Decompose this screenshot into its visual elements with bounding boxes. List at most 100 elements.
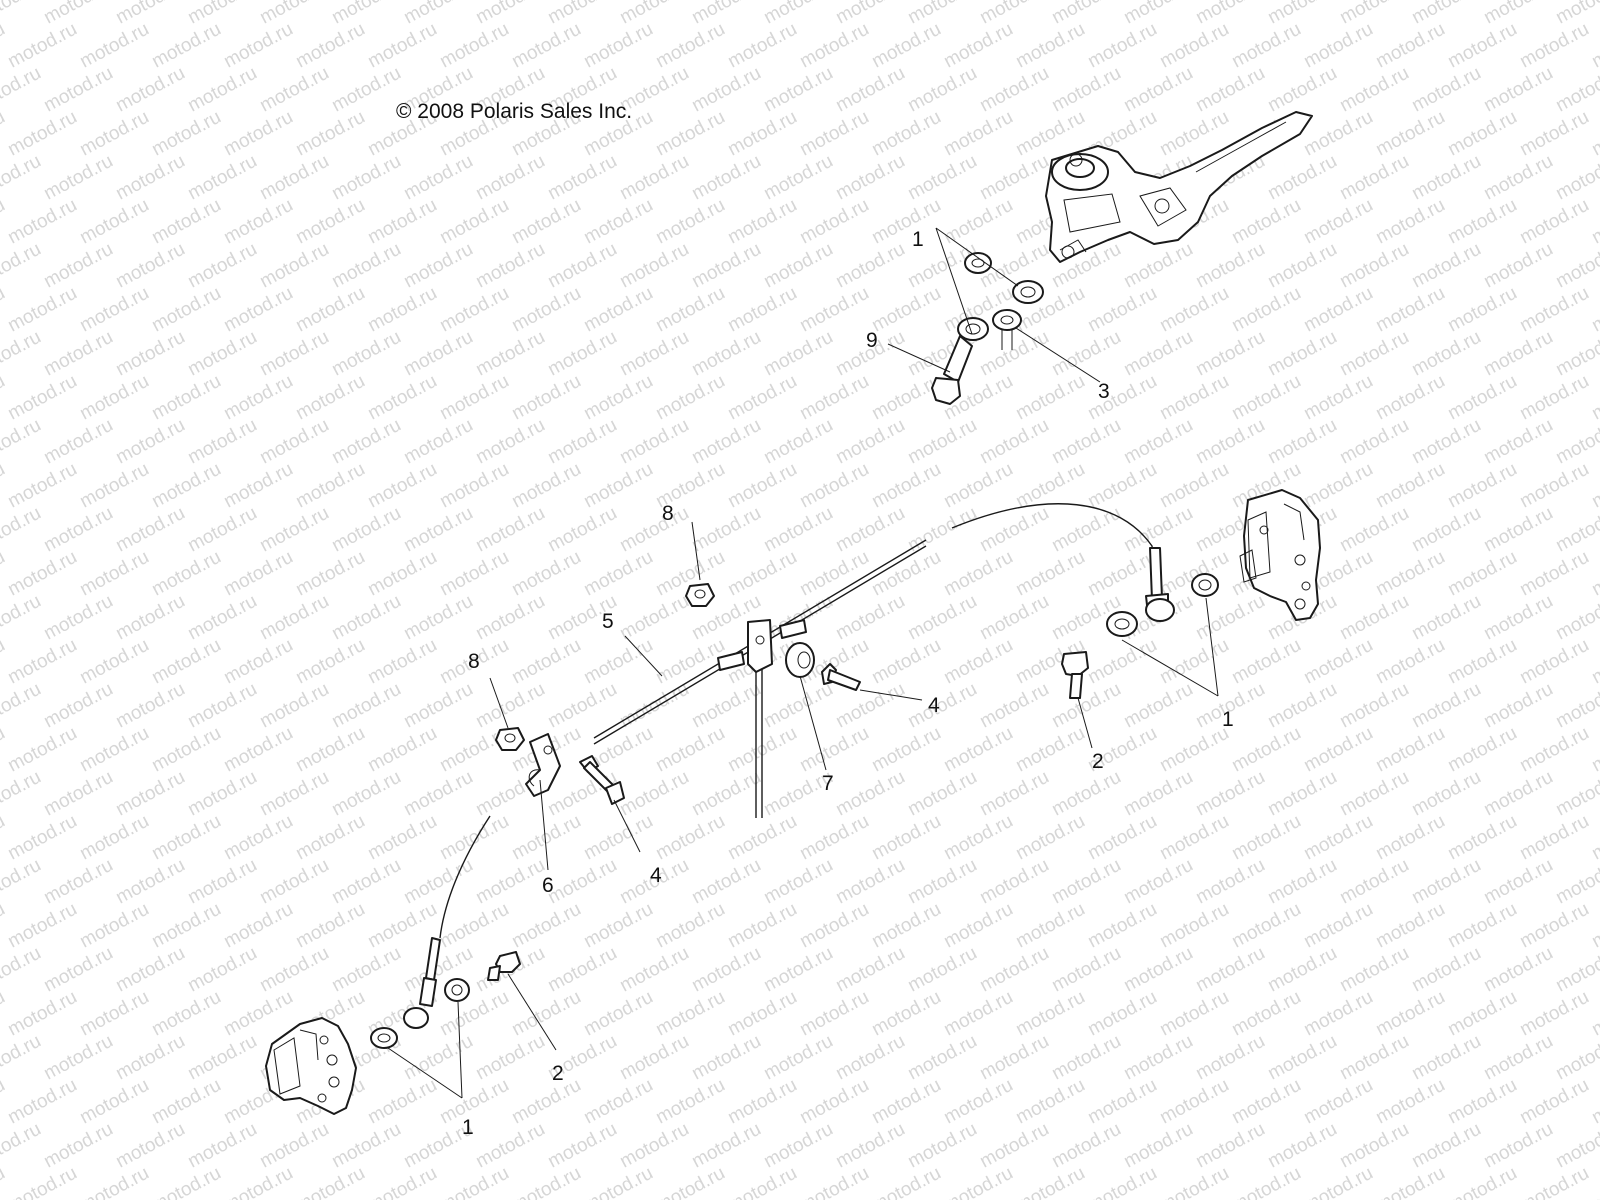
watermark-text: motod.ru [1120,855,1196,909]
watermark-text: motod.ru [868,19,944,73]
watermark-text: motod.ru [364,283,440,337]
watermark-text: motod.ru [616,151,692,205]
watermark-text: motod.ru [760,151,836,205]
watermark-text: motod.ru [1588,195,1600,249]
watermark-text: motod.ru [1228,283,1304,337]
watermark-text: motod.ru [364,459,440,513]
watermark-text: motod.ru [688,327,764,381]
watermark-text: motod.ru [1336,1031,1412,1085]
watermark-text: motod.ru [1552,151,1600,205]
watermark-text: motod.ru [4,459,80,513]
watermark-text: motod.ru [688,767,764,821]
watermark-text: motod.ru [940,1163,1016,1200]
watermark-text: motod.ru [1408,63,1484,117]
watermark-text: motod.ru [1228,635,1304,689]
watermark-text: motod.ru [1300,1075,1376,1129]
watermark-text: motod.ru [1012,811,1088,865]
watermark-text: motod.ru [1516,107,1592,161]
watermark-text: motod.ru [1588,459,1600,513]
watermark-text: motod.ru [1336,679,1412,733]
watermark-text: motod.ru [1084,547,1160,601]
watermark-text: motod.ru [508,987,584,1041]
watermark-text: motod.ru [1084,811,1160,865]
watermark-text: motod.ru [1156,19,1232,73]
watermark-text: motod.ru [580,195,656,249]
watermark-text: motod.ru [1480,327,1556,381]
watermark-text: motod.ru [760,415,836,469]
watermark-text: motod.ru [76,371,152,425]
watermark-text: motod.ru [472,239,548,293]
watermark-text: motod.ru [472,327,548,381]
watermark-text: motod.ru [1228,195,1304,249]
watermark-text: motod.ru [1300,459,1376,513]
watermark-text: motod.ru [1552,1031,1600,1085]
watermark-text: motod.ru [148,547,224,601]
watermark-text: motod.ru [148,195,224,249]
watermark-text: motod.ru [400,0,476,28]
watermark-text: motod.ru [76,987,152,1041]
watermark-text: motod.ru [0,855,45,909]
watermark-text: motod.ru [1372,547,1448,601]
watermark-text: motod.ru [1084,459,1160,513]
watermark-text: motod.ru [292,811,368,865]
watermark-text: motod.ru [616,591,692,645]
watermark-text: motod.ru [1012,987,1088,1041]
watermark-text: motod.ru [760,239,836,293]
watermark-text: motod.ru [1480,503,1556,557]
watermark-text: motod.ru [292,283,368,337]
watermark-text: motod.ru [0,635,9,689]
watermark-text: motod.ru [4,107,80,161]
banjo-bolt-9 [931,335,973,405]
watermark-text: motod.ru [1156,1163,1232,1200]
watermark-text: motod.ru [1480,679,1556,733]
watermark-text: motod.ru [1048,503,1124,557]
watermark-text: motod.ru [292,371,368,425]
watermark-text: motod.ru [508,899,584,953]
watermark-text: motod.ru [0,239,45,293]
watermark-text: motod.ru [148,635,224,689]
callout-3: 3 [1098,380,1110,403]
watermark-text: motod.ru [976,151,1052,205]
watermark-text: motod.ru [1264,0,1340,28]
watermark-text: motod.ru [724,811,800,865]
watermark-text: motod.ru [0,283,9,337]
watermark-text: motod.ru [1300,371,1376,425]
watermark-text: motod.ru [328,239,404,293]
watermark-text: motod.ru [904,1119,980,1173]
watermark-text: motod.ru [328,415,404,469]
watermark-text: motod.ru [580,1075,656,1129]
watermark-text: motod.ru [112,151,188,205]
watermark-text: motod.ru [1552,1119,1600,1173]
watermark-text: motod.ru [184,855,260,909]
watermark-text: motod.ru [1336,591,1412,645]
watermark-text: motod.ru [1012,1075,1088,1129]
watermark-text: motod.ru [76,1163,152,1200]
watermark-text: motod.ru [1444,19,1520,73]
spacer-7 [785,642,815,678]
watermark-text: motod.ru [688,855,764,909]
watermark-text: motod.ru [652,283,728,337]
watermark-text: motod.ru [508,283,584,337]
watermark-text: motod.ru [1192,943,1268,997]
watermark-text: motod.ru [256,63,332,117]
watermark-text: motod.ru [1372,1075,1448,1129]
watermark-text: motod.ru [436,19,512,73]
watermark-text: motod.ru [1012,371,1088,425]
watermark-text: motod.ru [364,1163,440,1200]
watermark-text: motod.ru [1300,195,1376,249]
watermark-text: motod.ru [1084,283,1160,337]
watermark-text: motod.ru [0,1031,45,1085]
watermark-text: motod.ru [616,943,692,997]
watermark-text: motod.ru [220,987,296,1041]
watermark-text: motod.ru [724,547,800,601]
watermark-text: motod.ru [1552,503,1600,557]
watermark-text: motod.ru [40,503,116,557]
watermark-text: motod.ru [616,503,692,557]
watermark-text: motod.ru [220,1163,296,1200]
watermark-text: motod.ru [148,899,224,953]
watermark-text: motod.ru [940,899,1016,953]
watermark-text: motod.ru [652,1163,728,1200]
watermark-text: motod.ru [40,0,116,28]
callout-4-lower: 4 [650,864,662,887]
watermark-text: motod.ru [400,239,476,293]
